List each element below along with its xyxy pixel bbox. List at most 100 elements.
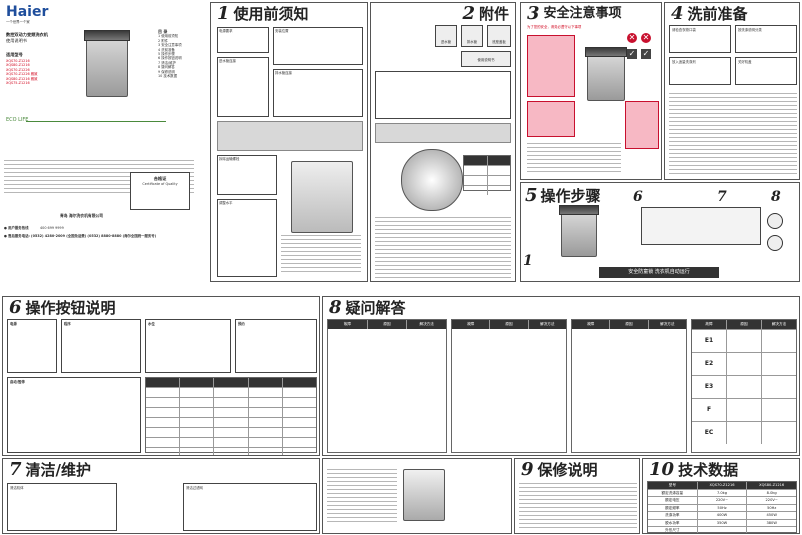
- section-number: 5: [525, 185, 538, 206]
- tip-card: 请检查衣物口袋: [669, 25, 731, 53]
- tech-cell: 380W: [766, 520, 777, 525]
- sub-box: 排水管连接: [273, 69, 363, 117]
- error-code-table: 故障原因解决方法 E1 E2 E3 F EC: [691, 319, 797, 453]
- tech-cell: 350W: [698, 519, 748, 526]
- step-number: 7: [717, 189, 727, 205]
- tech-cell: 额定电压: [648, 497, 698, 504]
- text-lines: [281, 235, 361, 275]
- program-table: [145, 377, 317, 455]
- section-operation-steps: 5 操作步骤 1 6 7 8 安全防童锁 洗衣机自动运行: [520, 182, 800, 282]
- prohibit-icon: ✕: [641, 33, 651, 43]
- contents-item: 8 疑问解答: [158, 65, 175, 70]
- tech-cell: 洗涤功率: [648, 512, 698, 519]
- table-header: 解决方法: [419, 322, 434, 326]
- section-title: 清洁/维护: [25, 461, 92, 479]
- button-label: 预约: [238, 322, 245, 326]
- button-card: 电源: [7, 319, 57, 373]
- section-tech-data: 10 技术数据 型号 XQS70-Z1216 XQS80-Z1216 额定洗涤容…: [642, 458, 800, 534]
- section-number: 7: [9, 459, 22, 480]
- models-list: XQS70-Z1216 XQS80-Z1216 XQS70-Z1226 XQS7…: [6, 59, 38, 85]
- check-icon: ✓: [627, 49, 637, 59]
- accessory-card: 底座盖板: [487, 25, 511, 47]
- button-label: 程序: [64, 322, 71, 326]
- step-number: 8: [771, 189, 781, 205]
- control-knob-icon: [767, 213, 783, 229]
- section-misc: [322, 458, 512, 534]
- section-header: 4 洗前准备: [665, 3, 799, 24]
- button-card: 启动/暂停: [7, 377, 141, 453]
- warning-panel: [625, 101, 659, 149]
- table-header: 解决方法: [540, 322, 555, 326]
- error-code: E2: [692, 353, 727, 375]
- eco-line: [26, 121, 166, 122]
- company-name: 青岛 海尔洗衣机有限公司: [60, 213, 104, 218]
- tip-card: 关好机盖: [735, 57, 797, 85]
- contents-item: 7 清洁/维护: [158, 60, 176, 65]
- tip-label: 请检查衣物口袋: [672, 28, 696, 32]
- table-header: 解决方法: [771, 322, 787, 326]
- tech-cell: 400W: [698, 512, 748, 519]
- sub-label: 电源要求: [219, 29, 233, 33]
- contents-item: 2 附件: [158, 38, 169, 43]
- warranty-panel: 合格证 Certificate of Quality 青岛 海尔洗衣机有限公司 …: [0, 152, 207, 242]
- text-lines: [527, 143, 621, 175]
- model-item: XQS70-Z1216: [6, 59, 30, 63]
- text-lines: [519, 483, 637, 531]
- button-card: 水位: [145, 319, 231, 373]
- section-header: 6 操作按钮说明: [3, 297, 319, 318]
- tech-header: 型号: [648, 482, 698, 489]
- step-number: 1: [523, 253, 533, 269]
- accessory-card: 进水管: [435, 25, 457, 47]
- error-code: E1: [692, 330, 727, 352]
- text-lines: [375, 217, 511, 281]
- tech-cell: 7.0kg: [698, 489, 748, 496]
- control-knob-icon: [767, 235, 783, 251]
- section-header: 8 疑问解答: [323, 297, 799, 318]
- table-header: 原因: [610, 320, 649, 329]
- brand-slogan: 一个世界一个家: [6, 20, 30, 24]
- tip-label: 放入适量洗涤剂: [672, 60, 696, 64]
- tech-cell: 220V~: [765, 498, 778, 502]
- section-number: 6: [9, 297, 22, 318]
- control-panel-diagram: [641, 207, 761, 245]
- button-label: 电源: [10, 322, 17, 326]
- table-header: 故障: [452, 320, 491, 329]
- tip-label: 关好机盖: [738, 60, 752, 64]
- tech-header: XQS80-Z1216: [759, 483, 785, 487]
- tech-cell: 50Hz: [698, 504, 748, 511]
- model-item: XQS75-Z1216: [6, 81, 30, 86]
- table-header: 原因: [368, 320, 408, 329]
- contents-item: 9 保修说明: [158, 69, 175, 74]
- washer-illustration: [86, 35, 128, 97]
- error-code: E3: [692, 376, 727, 398]
- button-card: 预约: [235, 319, 317, 373]
- cover-panel: Haier 一个世界一个家 数控双动力变频洗衣机 使用说明书 适用型号 XQS7…: [0, 0, 207, 146]
- section-number: 3: [527, 3, 540, 24]
- washer-illustration: [587, 53, 625, 101]
- section-header: 9 保修说明: [515, 459, 639, 480]
- section-header: 3 安全注意事项: [521, 3, 661, 23]
- tech-cell: 50Hz: [767, 505, 777, 510]
- warning-strip: [217, 121, 363, 151]
- section-header: 7 清洁/维护: [3, 459, 319, 480]
- contents-item: 5 操作步骤: [158, 52, 175, 57]
- warranty-text-lines: [4, 160, 194, 196]
- section-number: 9: [521, 459, 534, 480]
- tech-header: XQS70-Z1216: [698, 482, 748, 489]
- certificate-title: 合格证: [153, 176, 167, 181]
- hotline-number: 400 699 9999: [40, 226, 64, 230]
- text-lines: [669, 93, 797, 177]
- button-label: 启动/暂停: [10, 380, 25, 384]
- tech-cell: 450W: [766, 513, 777, 517]
- safety-note: 为了您的安全，请务必遵守以下事项: [527, 25, 582, 29]
- section-troubleshooting: 8 疑问解答 故障原因解决方法 故障原因解决方法 故障原因解决方法 故障原因解决…: [322, 296, 800, 456]
- washer-lid-illustration: [559, 205, 599, 215]
- table-header: 故障: [572, 320, 611, 329]
- warning-panel: [527, 35, 575, 97]
- sub-label: 排水管连接: [275, 71, 292, 75]
- eco-label: ECO LIFE: [6, 117, 29, 123]
- tech-cell: [747, 527, 796, 533]
- table-header: 解决方法: [660, 322, 675, 326]
- accessory-label: 底座盖板: [492, 40, 506, 44]
